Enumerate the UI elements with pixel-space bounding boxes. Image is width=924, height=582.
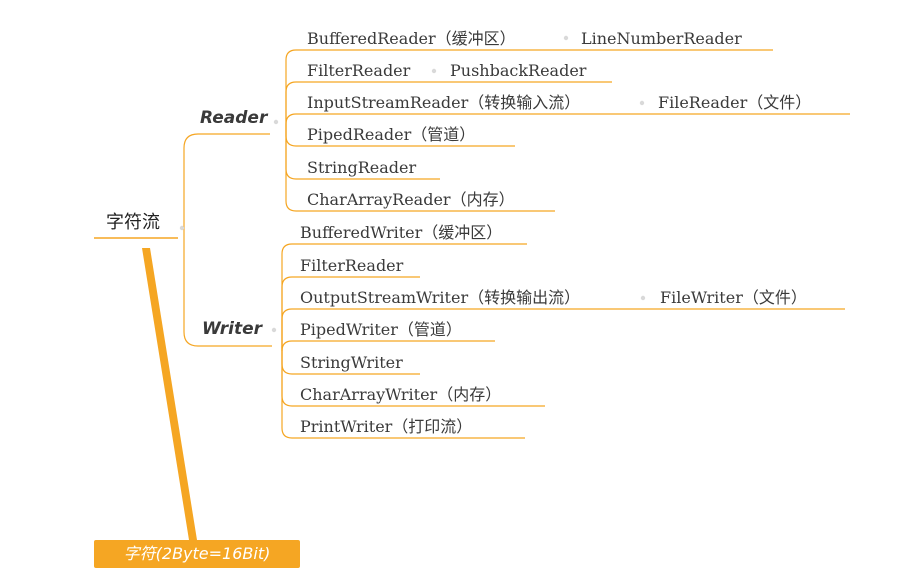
reader-edge	[285, 49, 575, 134]
root-dot	[179, 225, 185, 231]
reader-edge	[285, 134, 555, 212]
reader-edge	[285, 81, 445, 134]
reader-child-piped[interactable]: PipedReader（管道）	[307, 125, 476, 144]
reader-child-filter[interactable]: FilterReader	[307, 61, 411, 80]
root-node-label[interactable]: 字符流	[106, 212, 160, 233]
reader-dot	[273, 119, 279, 125]
reader-edge	[285, 113, 650, 134]
reader-sub-dot	[639, 100, 645, 106]
writer-edge	[281, 346, 525, 439]
writer-child-buffered[interactable]: BufferedWriter（缓冲区）	[300, 223, 503, 242]
writer-dot	[271, 327, 277, 333]
reader-sub-dot	[563, 35, 569, 41]
reader-sub-pushback[interactable]: PushbackReader	[450, 61, 587, 80]
note-connector	[142, 248, 197, 540]
reader-child-string[interactable]: StringReader	[307, 158, 417, 177]
connector-dots	[179, 35, 646, 333]
reader-child-buffered[interactable]: BufferedReader（缓冲区）	[307, 29, 516, 48]
writer-edge	[281, 340, 495, 352]
reader-child-inputstream[interactable]: InputStreamReader（转换输入流）	[307, 93, 581, 112]
writer-child-filter[interactable]: FilterReader	[300, 256, 404, 275]
writer-child-string[interactable]: StringWriter	[300, 353, 403, 372]
writer-child-chararray[interactable]: CharArrayWriter（内存）	[300, 385, 502, 404]
writer-child-piped[interactable]: PipedWriter（管道）	[300, 320, 462, 339]
connector-lines	[94, 49, 850, 540]
writer-edge	[281, 243, 527, 346]
root-to-writer	[183, 232, 272, 347]
writer-edge	[281, 276, 420, 346]
reader-sub-filereader[interactable]: FileReader（文件）	[658, 93, 812, 112]
branch-writer-label[interactable]: Writer	[202, 319, 263, 339]
note-callout[interactable]: 字符(2Byte=16Bit)	[94, 540, 300, 568]
branch-reader-label[interactable]: Reader	[200, 108, 268, 128]
writer-sub-dot	[640, 295, 646, 301]
reader-sub-dot	[431, 68, 437, 74]
writer-child-outputstream[interactable]: OutputStreamWriter（转换输出流）	[300, 288, 581, 307]
reader-sub-linenumber[interactable]: LineNumberReader	[581, 29, 742, 48]
writer-edge	[281, 308, 650, 346]
writer-child-print[interactable]: PrintWriter（打印流）	[300, 417, 473, 436]
reader-child-chararray[interactable]: CharArrayReader（内存）	[307, 190, 515, 209]
writer-sub-filewriter[interactable]: FileWriter（文件）	[660, 288, 807, 307]
root-to-reader	[183, 133, 270, 232]
